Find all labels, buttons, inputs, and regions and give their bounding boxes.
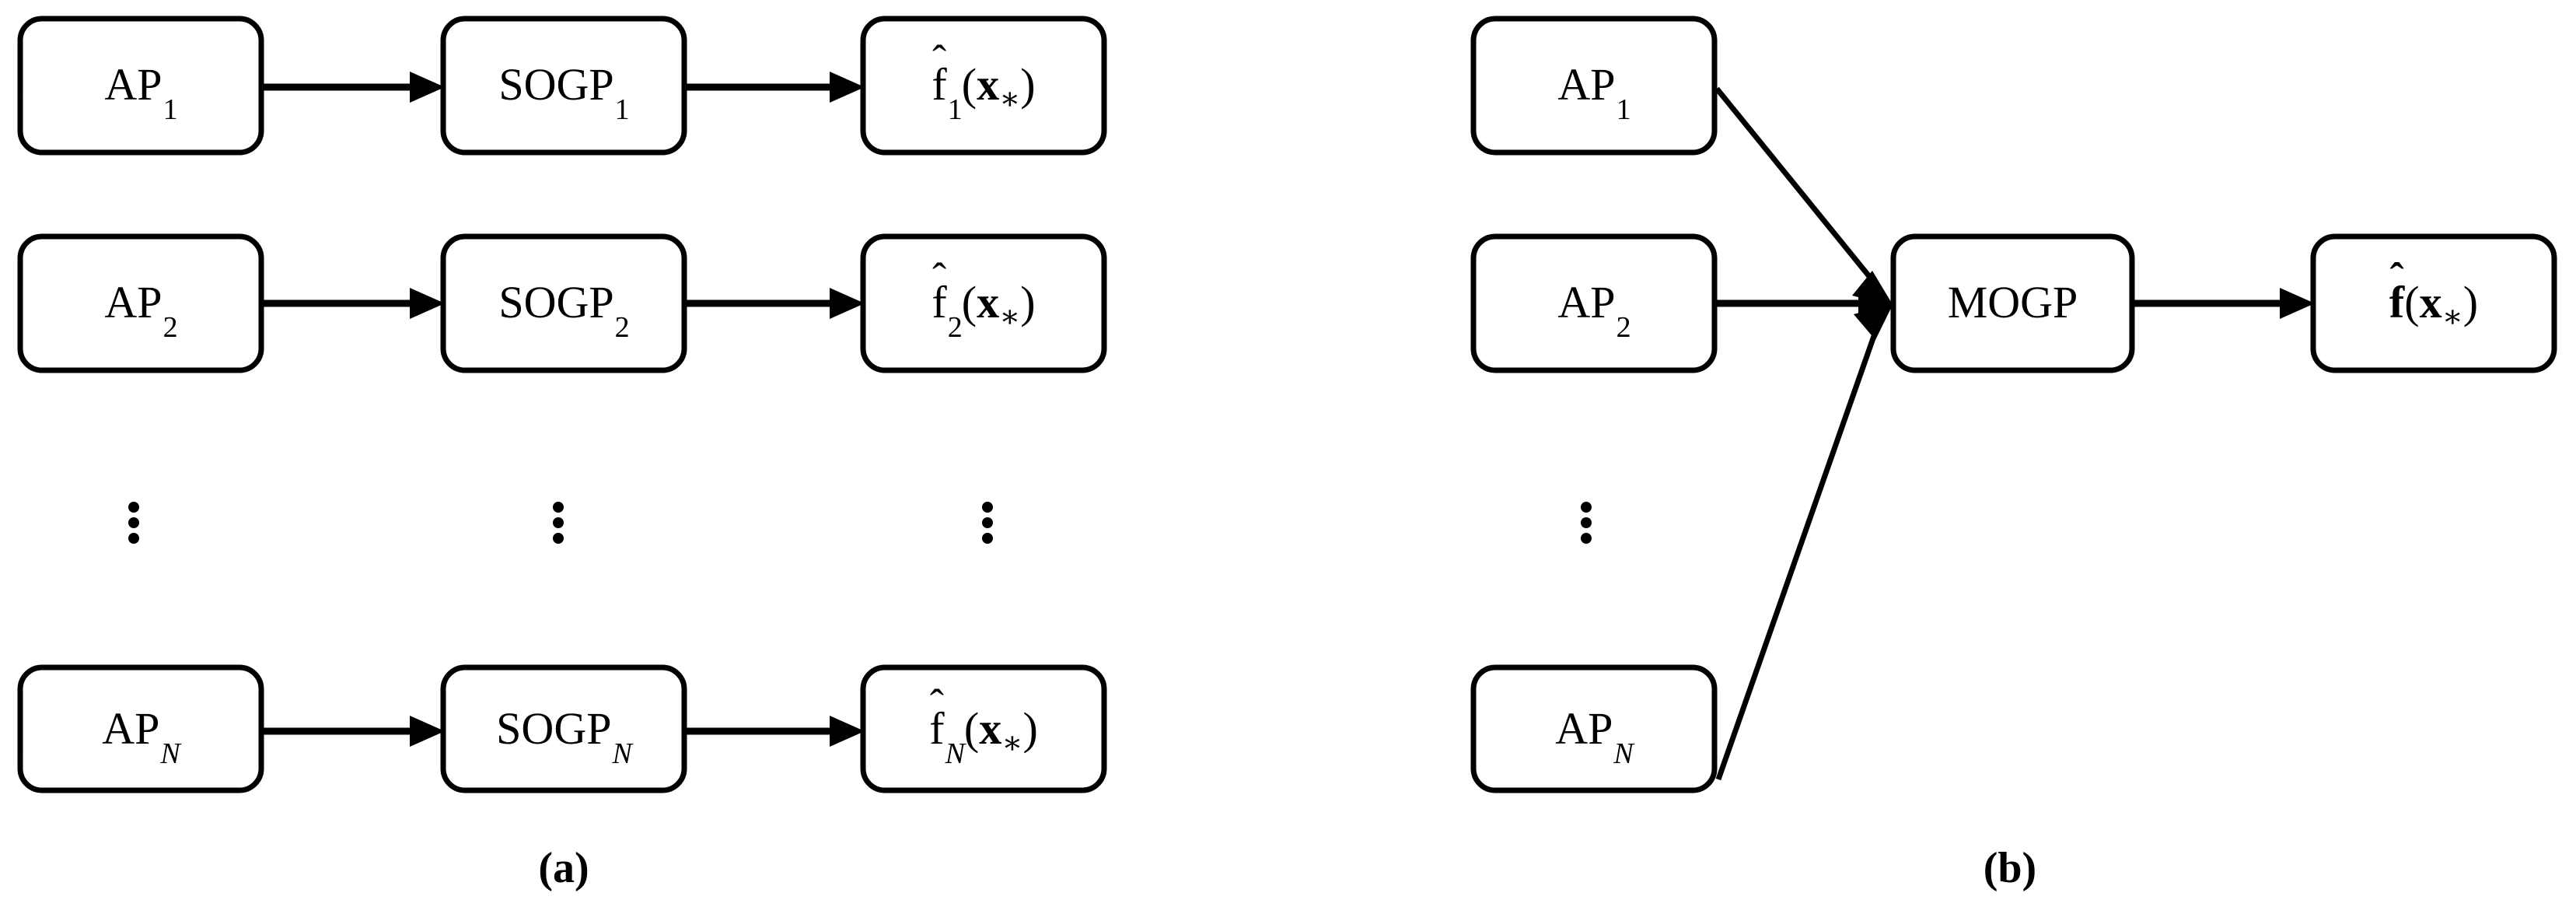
arrowhead-sogpN-to-fhatN	[830, 716, 865, 747]
label-ap1-left: AP1	[20, 59, 261, 124]
arrow-apNr-to-mogp	[1715, 321, 1882, 781]
fhat-mogp-hat-group: ̂f	[2389, 280, 2404, 325]
arrowhead-apNr-to-mogp	[1854, 303, 1893, 340]
sogp1-text: SOGP	[498, 59, 614, 110]
fhat2-hat-group: ̂f	[931, 280, 946, 325]
label-fhat2: ̂f2(x∗)	[863, 277, 1104, 342]
ap1-right-subscript: 1	[1616, 93, 1631, 126]
sogpN-subscript: N	[612, 737, 632, 770]
fhat2-star: ∗	[999, 299, 1021, 334]
arrowhead-apN-to-sogpN	[410, 716, 445, 747]
fhat1-subscript: 1	[947, 93, 963, 126]
arrowhead-sogp2-to-fhat2	[830, 288, 865, 319]
arrow-ap1r-to-mogp	[1714, 86, 1881, 290]
fhat2-x: x	[977, 277, 1000, 327]
box-fhatN[interactable]	[860, 664, 1107, 793]
label-sogpN: SOGPN	[443, 703, 684, 769]
fhat1-hat-group: ̂f	[931, 62, 946, 107]
fhat1-x: x	[977, 59, 1000, 110]
arrowhead-sogp1-to-fhat1	[830, 72, 865, 103]
fhat1-star: ∗	[999, 81, 1021, 116]
label-apN-right: APN	[1473, 703, 1714, 769]
fhat2-paren-close: )	[1020, 277, 1036, 327]
label-sogp1: SOGP1	[443, 59, 684, 124]
arrowhead-ap2-to-sogp2	[410, 288, 445, 319]
box-apN-right[interactable]	[1470, 664, 1718, 793]
fhatN-f: f	[929, 703, 945, 754]
label-fhat-mogp: ̂f(x∗)	[2313, 277, 2554, 332]
arrowhead-ap1-to-sogp1	[410, 72, 445, 103]
fhatN-hat-group: ̂f	[929, 706, 944, 751]
ellipsis-column-ap-left	[128, 502, 139, 544]
label-fhatN: ̂fN(x∗)	[863, 703, 1104, 769]
label-sogp2: SOGP2	[443, 277, 684, 342]
apN-left-text: AP	[102, 703, 160, 754]
label-ap2-left: AP2	[20, 277, 261, 342]
fhatN-paren-close: )	[1022, 703, 1038, 754]
ellipsis-column-sogp	[553, 502, 564, 544]
box-fhat1[interactable]	[860, 16, 1107, 156]
label-mogp: MOGP	[1893, 280, 2132, 325]
label-ap1-right: AP1	[1473, 59, 1714, 124]
ap1-left-subscript: 1	[163, 93, 178, 126]
fhat-mogp-paren-open: (	[2404, 277, 2420, 327]
ellipsis-column-ap-right	[1581, 502, 1592, 544]
fhatN-subscript: N	[945, 737, 965, 770]
apN-right-text: AP	[1555, 703, 1613, 754]
caption-panel-a: (a)	[467, 846, 661, 890]
fhat-mogp-x: x	[2419, 277, 2442, 327]
mogp-text: MOGP	[1947, 277, 2078, 327]
fhatN-star: ∗	[1001, 725, 1023, 760]
label-apN-left: APN	[20, 703, 261, 769]
sogpN-text: SOGP	[496, 703, 612, 754]
apN-right-subscript: N	[1613, 737, 1634, 770]
label-fhat1: ̂f1(x∗)	[863, 59, 1104, 124]
fhat-mogp-star: ∗	[2441, 299, 2463, 334]
caption-panel-b: (b)	[1913, 846, 2107, 890]
ap2-left-text: AP	[104, 277, 163, 327]
fhat2-f: f	[931, 277, 947, 327]
arrowhead-mogp-to-fhat	[2280, 288, 2315, 319]
ap2-left-subscript: 2	[163, 310, 178, 344]
sogp2-text: SOGP	[498, 277, 614, 327]
ap1-left-text: AP	[104, 59, 163, 110]
ap1-right-text: AP	[1557, 59, 1616, 110]
ap2-right-text: AP	[1557, 277, 1616, 327]
apN-left-subscript: N	[160, 737, 180, 770]
sogp2-subscript: 2	[614, 310, 630, 344]
label-ap2-right: AP2	[1473, 277, 1714, 342]
box-ap2-right[interactable]	[1470, 233, 1718, 373]
ap2-right-subscript: 2	[1616, 310, 1631, 344]
ellipsis-column-fhat	[982, 502, 993, 544]
fhatN-x: x	[979, 703, 1002, 754]
fhat1-paren-open: (	[961, 59, 977, 110]
fhat2-subscript: 2	[947, 310, 963, 344]
fhat-mogp-f: f	[2389, 277, 2405, 327]
fhat-mogp-paren-close: )	[2462, 277, 2479, 327]
caption-b-text: (b)	[1983, 844, 2037, 892]
sogp1-subscript: 1	[614, 93, 630, 126]
fhat2-paren-open: (	[961, 277, 977, 327]
box-ap1-right[interactable]	[1470, 16, 1718, 156]
fhat1-paren-close: )	[1020, 59, 1036, 110]
caption-a-text: (a)	[538, 844, 589, 892]
fhatN-paren-open: (	[963, 703, 980, 754]
fhat1-f: f	[931, 59, 947, 110]
